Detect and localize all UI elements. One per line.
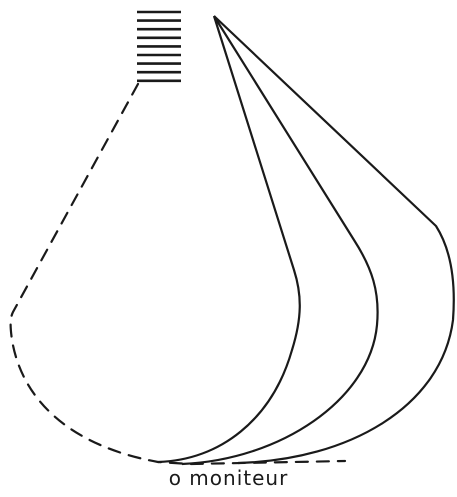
solid-curve-inner bbox=[158, 16, 300, 462]
grip-lines bbox=[137, 12, 181, 81]
figure-caption: o moniteur bbox=[0, 466, 457, 490]
solid-curve-middle bbox=[182, 16, 378, 464]
solid-curve-outer bbox=[214, 16, 454, 463]
